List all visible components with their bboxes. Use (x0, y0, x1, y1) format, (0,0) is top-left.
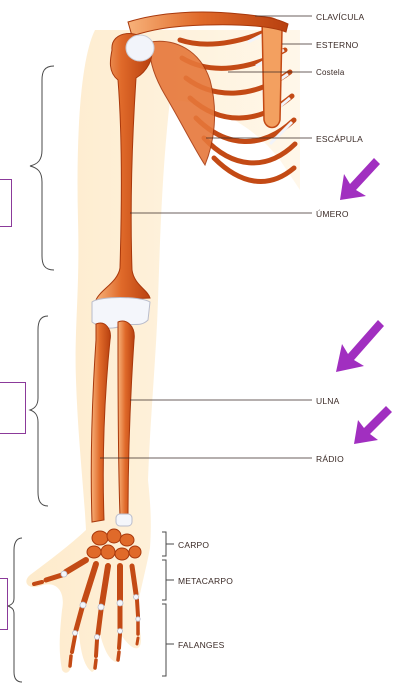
label-escapula: ESCÁPULA (316, 134, 363, 144)
arrow-3 (354, 406, 392, 444)
label-radio: RÁDIO (316, 454, 344, 464)
arrow-1 (340, 158, 380, 200)
sternum (262, 18, 282, 128)
wrist-cartilage (116, 514, 132, 526)
arrows (336, 158, 392, 444)
label-falanges: FALANGES (178, 640, 224, 650)
label-costela: Costela (316, 68, 345, 77)
humerus-head (126, 35, 154, 61)
arrow-2 (336, 320, 384, 372)
answer-box-forearm[interactable] (0, 382, 26, 434)
label-esterno: ESTERNO (316, 40, 359, 50)
label-umero: ÚMERO (316, 209, 349, 219)
label-metacarpo: METACARPO (178, 576, 233, 586)
label-carpo: CARPO (178, 540, 209, 550)
label-ulna: ULNA (316, 396, 339, 406)
answer-box-hand[interactable] (0, 578, 8, 630)
answer-box-upper-arm[interactable] (0, 179, 12, 227)
label-clavicula: CLAVÍCULA (316, 12, 364, 22)
arm-silhouette (26, 30, 300, 673)
